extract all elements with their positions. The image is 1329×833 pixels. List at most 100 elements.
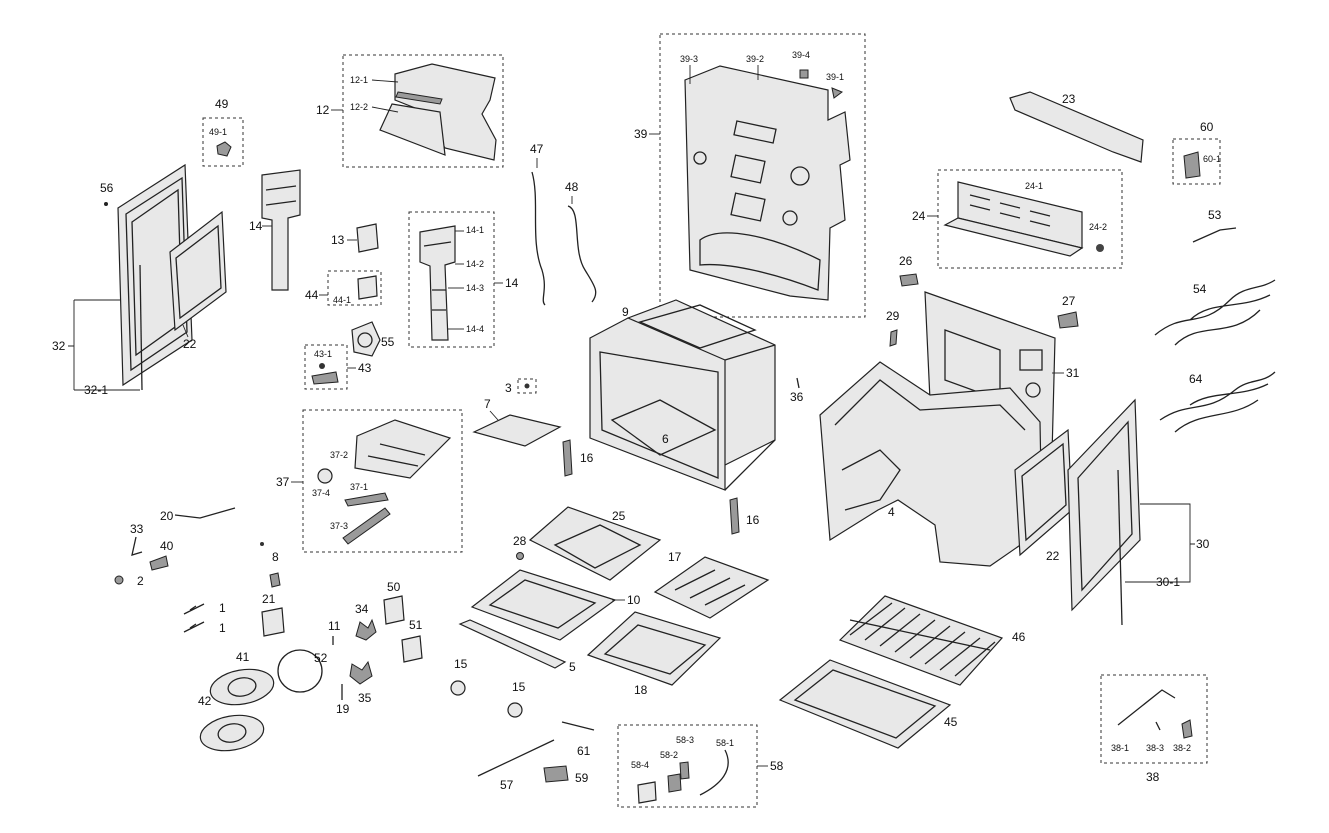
part-32-outer-door [117,163,193,387]
label-12: 12 [316,103,330,117]
group-box-12 [342,54,504,168]
label-38: 38 [1146,770,1160,784]
part-6-bake-element [610,399,717,456]
label-9: 9 [622,305,629,319]
door-assembly-left: 49 49-1 56 32 32-1 22 [52,97,244,397]
part-17-heat-shield: 17 [653,550,770,619]
label-14-1: 14-1 [466,225,484,235]
label-13: 13 [331,233,345,247]
part-4-outer-body: 4 [819,361,1043,567]
label-44-1: 44-1 [333,295,351,305]
label-37-2: 37-2 [330,450,348,460]
part-43-1-screw [319,363,325,369]
group-box-60 [1172,138,1221,185]
label-1-a: 1 [219,601,226,615]
part-14-heater-bracket [419,225,456,341]
label-12-2: 12-2 [350,102,368,112]
label-15-left: 15 [454,657,468,671]
part-61-rod [561,721,595,731]
label-27: 27 [1062,294,1076,308]
label-34: 34 [355,602,369,616]
part-56-screw [104,202,108,206]
label-7: 7 [484,397,491,411]
label-14-4: 14-4 [466,324,484,334]
label-49-1: 49-1 [209,127,227,137]
label-48: 48 [565,180,579,194]
label-30-1: 30-1 [1156,575,1180,589]
label-61: 61 [577,744,591,758]
label-4: 4 [888,505,895,519]
part-24-2-knob [1096,244,1104,252]
label-16-left: 16 [580,451,594,465]
part-10-drawer-frame: 10 [470,569,641,641]
group-box-39 [659,33,866,318]
part-59-clip [543,765,569,783]
group-box-43 [304,344,348,390]
label-55: 55 [381,335,395,349]
group-box-38 [1100,674,1208,764]
label-6: 6 [662,432,669,446]
label-14-2: 14-2 [466,259,484,269]
part-27-bracket [1057,311,1079,329]
part-42-fan-cover: 42 [198,694,265,752]
part-24-group: 24-1 24-2 24 [912,169,1123,269]
label-33: 33 [130,522,144,536]
group-box-37 [302,409,463,553]
label-30: 30 [1196,537,1210,551]
part-23-trim: 23 [1009,91,1144,163]
label-37-3: 37-3 [330,521,348,531]
label-36: 36 [790,390,804,404]
part-44-1-switch [357,275,378,300]
label-60: 60 [1200,120,1214,134]
part-3-screw [524,383,530,389]
label-8: 8 [272,550,279,564]
part-47-tube: 47 [530,142,546,306]
part-60-1-board [1183,151,1201,179]
part-52-ring-element: 52 [277,649,328,693]
label-64: 64 [1189,372,1203,386]
label-15-right: 15 [512,680,526,694]
label-24: 24 [912,209,926,223]
label-58-4: 58-4 [631,760,649,770]
part-43-element [311,371,339,385]
label-2: 2 [137,574,144,588]
part-14-bracket [261,169,301,291]
label-22-left: 22 [183,337,197,351]
group-box-3 [517,378,537,394]
part-58-group: 58-1 58-3 58-2 58-4 58 [617,724,784,808]
label-38-2: 38-2 [1173,743,1191,753]
part-37-3-rod [342,507,391,545]
part-34-fan: 34 [355,602,377,641]
part-29-sensor [889,329,898,347]
part-16-hinge-left [562,439,573,477]
label-41: 41 [236,650,250,664]
label-12-1: 12-1 [350,75,368,85]
label-5: 5 [569,660,576,674]
part-53-cord: 53 [1192,208,1237,243]
label-51: 51 [409,618,423,632]
part-5-drawer-front: 5 [458,619,576,674]
part-60-group: 60 60-1 [1172,120,1221,185]
part-41-fan-cover: 41 [209,650,275,706]
part-51-motor: 51 [401,618,423,663]
label-19: 19 [336,702,350,716]
part-28-nut [516,552,524,560]
label-31: 31 [1066,366,1080,380]
label-14-3: 14-3 [466,283,484,293]
label-43: 43 [358,361,372,375]
label-56: 56 [100,181,114,195]
part-9-oven-cavity: 9 6 [589,299,776,491]
part-40-bracket [149,555,169,571]
part-39-back-panel [684,65,851,301]
label-46: 46 [1012,630,1026,644]
label-16-right: 16 [746,513,760,527]
label-39-4: 39-4 [792,50,810,60]
label-37: 37 [276,475,290,489]
part-22-glass-right: 22 [1014,428,1073,563]
part-22-inner-glass [169,210,227,332]
label-42: 42 [198,694,212,708]
label-11: 11 [328,619,341,633]
part-12-shield [394,63,497,161]
label-39-2: 39-2 [746,54,764,64]
